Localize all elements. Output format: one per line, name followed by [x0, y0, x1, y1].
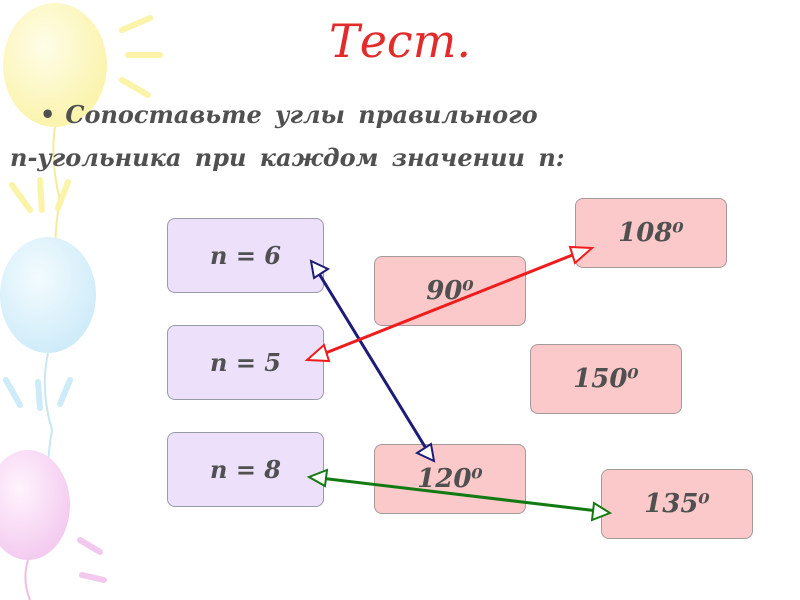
arrowhead-120: [417, 444, 434, 461]
arrowhead-n6: [311, 261, 328, 278]
arrow-n5-to-108: [318, 252, 580, 356]
arrow-n8-to-135: [320, 478, 598, 511]
arrowhead-n8: [309, 470, 327, 486]
arrowhead-135: [592, 503, 610, 520]
arrowhead-108: [570, 247, 592, 263]
arrowhead-n5: [307, 345, 329, 361]
arrow-n6-to-120: [318, 272, 427, 450]
